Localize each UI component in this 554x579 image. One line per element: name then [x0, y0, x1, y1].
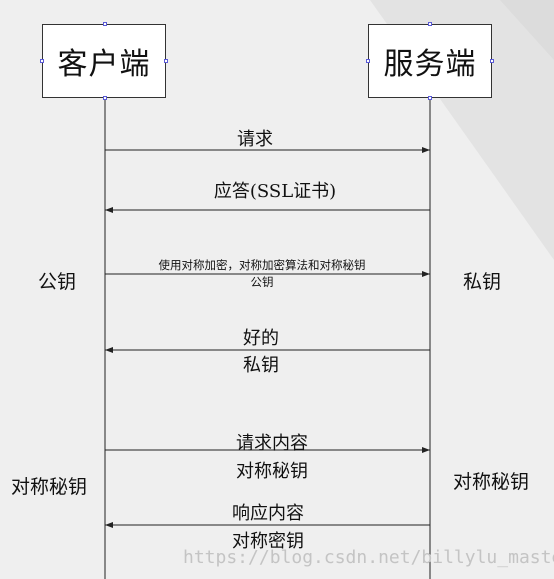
message-label: 请求内容 [236, 433, 308, 454]
server-node: 服务端 [368, 24, 492, 98]
client-handle-top[interactable] [103, 22, 107, 26]
client-handle-bottom[interactable] [103, 96, 107, 100]
message-sublabel: 公钥 [250, 275, 274, 289]
message-label: 好的 [243, 328, 279, 349]
client-handle-right[interactable] [164, 59, 168, 63]
server-symmetric-key-label: 对称秘钥 [453, 471, 530, 493]
message-sublabel: 对称密钥 [232, 531, 304, 552]
client-symmetric-key-label: 对称秘钥 [11, 476, 88, 498]
client-node: 客户端 [42, 24, 166, 98]
client-handle-left[interactable] [40, 59, 44, 63]
server-key-label: 私钥 [463, 271, 502, 293]
message-label: 响应内容 [232, 503, 304, 524]
server-handle-bottom[interactable] [428, 96, 432, 100]
message-sublabel: 私钥 [243, 355, 279, 376]
server-handle-right[interactable] [490, 59, 494, 63]
client-key-label: 公钥 [38, 271, 77, 293]
message-label: 应答(SSL证书) [213, 181, 337, 202]
message-label: 请求 [237, 129, 273, 150]
message-sublabel: 对称秘钥 [236, 461, 308, 482]
watermark: https://blog.csdn.net/billylu_master [183, 547, 554, 568]
message-label: 使用对称加密，对称加密算法和对称秘钥 [158, 258, 366, 272]
server-handle-top[interactable] [428, 22, 432, 26]
server-node-label: 服务端 [383, 47, 477, 82]
client-node-label: 客户端 [57, 47, 151, 82]
server-handle-left[interactable] [366, 59, 370, 63]
